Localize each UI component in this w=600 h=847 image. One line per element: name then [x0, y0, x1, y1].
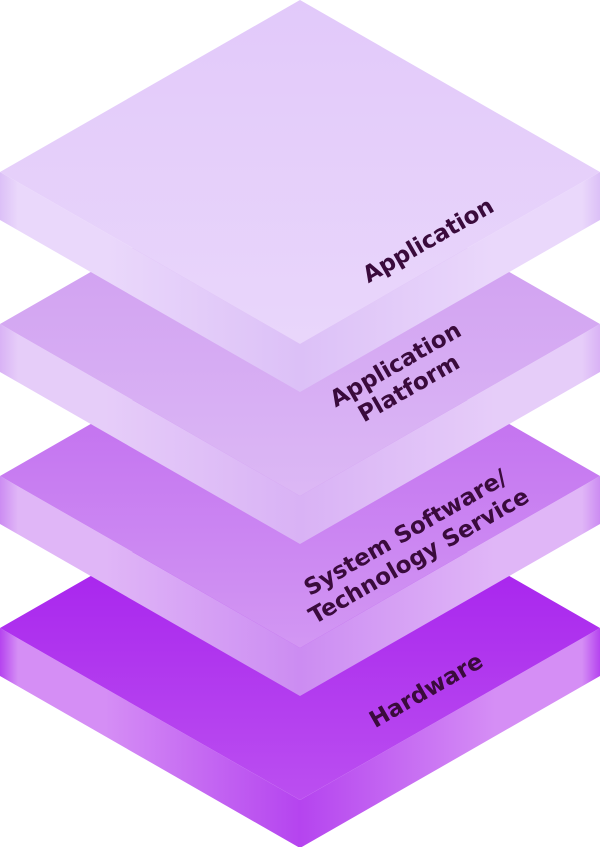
- layer-right-side: [300, 172, 600, 392]
- layer-left-side: [0, 172, 300, 392]
- layer-left-side: [0, 628, 300, 847]
- layer-left-side: [0, 324, 300, 544]
- layer-top-face: [0, 0, 600, 344]
- layer-application: Application: [0, 0, 600, 392]
- layer-right-side: [300, 324, 600, 544]
- layer-left-side: [0, 476, 300, 696]
- layer-right-side: [300, 476, 600, 696]
- layer-right-side: [300, 628, 600, 847]
